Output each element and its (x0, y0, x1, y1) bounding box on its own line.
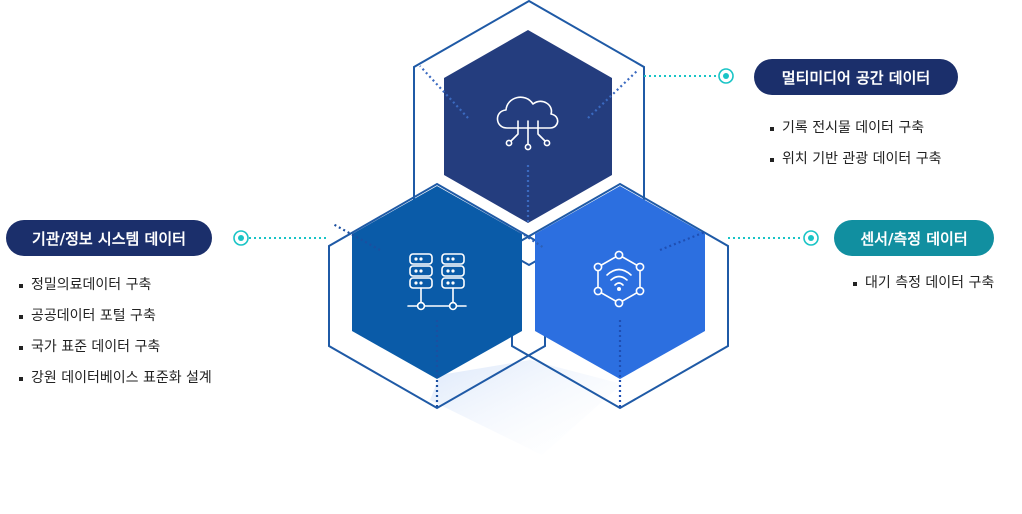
server-led-dots (414, 257, 455, 285)
list-item: 정밀의료데이터 구축 (19, 270, 212, 301)
connector-left (233, 230, 329, 246)
wifi-node-dots (593, 250, 645, 308)
top-hex-outline (413, 0, 645, 267)
dotted-spokes (332, 65, 706, 408)
top-node-title: 멀티미디어 공간 데이터 (754, 59, 958, 95)
right-node-list: 대기 측정 데이터 구축 (853, 268, 994, 299)
list-item: 위치 기반 관광 데이터 구축 (770, 144, 941, 175)
left-hex (352, 186, 522, 379)
soft-shadow (430, 360, 622, 455)
connector-right (728, 230, 819, 246)
list-item: 공공데이터 포털 구축 (19, 301, 212, 332)
right-node-title: 센서/측정 데이터 (834, 220, 994, 256)
left-node-title: 기관/정보 시스템 데이터 (6, 220, 212, 256)
list-item: 국가 표준 데이터 구축 (19, 332, 212, 363)
list-item: 기록 전시물 데이터 구축 (770, 113, 941, 144)
connector-top (644, 68, 734, 84)
list-item: 강원 데이터베이스 표준화 설계 (19, 363, 212, 394)
server-network-icon (407, 253, 467, 311)
cloud-network-icon (496, 96, 559, 151)
list-item: 대기 측정 데이터 구축 (853, 268, 994, 299)
left-node-list: 정밀의료데이터 구축 공공데이터 포털 구축 국가 표준 데이터 구축 강원 데… (19, 270, 212, 394)
wifi-center-dot (617, 287, 621, 291)
top-node-list: 기록 전시물 데이터 구축 위치 기반 관광 데이터 구축 (770, 113, 941, 175)
